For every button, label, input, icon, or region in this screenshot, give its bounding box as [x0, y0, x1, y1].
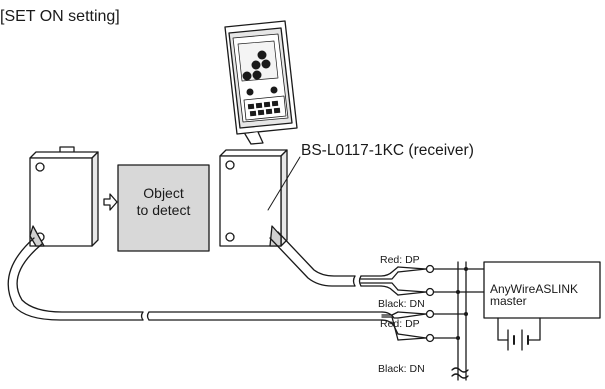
- receiver-label: BS-L0117-1KC (receiver): [301, 142, 474, 159]
- bus-lines: [433, 261, 485, 381]
- object-box: [117, 164, 210, 252]
- receiver-cable: [269, 231, 399, 296]
- setting-console: [224, 20, 298, 145]
- diagram-title: [SET ON setting]: [0, 8, 120, 25]
- master-unit: [483, 261, 601, 351]
- lower-red-wire-label: Red: DP: [380, 318, 420, 330]
- receiver-leader: [267, 156, 301, 211]
- upper-black-wire-label: Black: DN: [378, 298, 425, 310]
- emitter-cable: [7, 237, 399, 341]
- object-label: Object to detect: [136, 185, 191, 218]
- emitter-sensor: [29, 146, 99, 247]
- terminals: [397, 264, 435, 343]
- receiver-sensor: [219, 149, 288, 247]
- light-beam-arrow: [103, 193, 118, 211]
- lower-black-wire-label: Black: DN: [378, 363, 425, 375]
- upper-red-wire-label: Red: DP: [380, 254, 420, 266]
- master-label: AnyWireASLINK master: [490, 282, 579, 308]
